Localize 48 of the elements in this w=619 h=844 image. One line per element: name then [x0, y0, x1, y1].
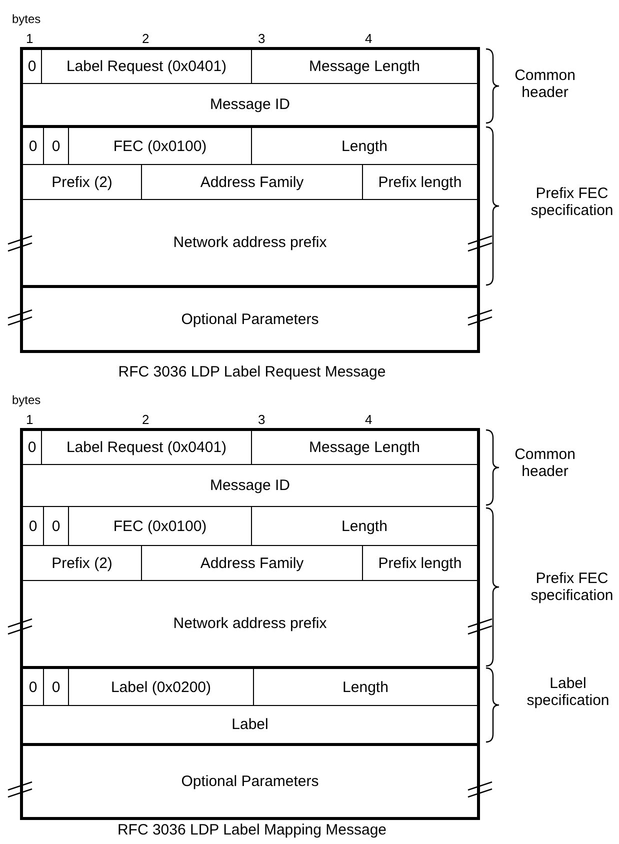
packet-field: Address Family [141, 545, 362, 580]
packet-field: Length [253, 666, 480, 705]
packet-field: FEC (0x0100) [68, 506, 251, 545]
byte-number: 3 [258, 412, 266, 427]
packet-field: Address Family [141, 164, 362, 199]
section-label: Common header [514, 67, 576, 101]
axis-label: bytes [12, 393, 41, 407]
packet-field: Label Request (0x0401) [41, 47, 251, 83]
packet-field: 0 [43, 125, 68, 164]
packet-field: Prefix (2) [20, 164, 141, 199]
packet-field: 0 [43, 506, 68, 545]
byte-number: 2 [142, 31, 150, 46]
packet-field: Message Length [251, 47, 480, 83]
packet-field: Prefix length [362, 164, 480, 199]
packet-field: Prefix length [362, 545, 480, 580]
packet-field: Optional Parameters [20, 743, 480, 820]
packet-field: Network address prefix [20, 580, 480, 666]
byte-number: 4 [365, 31, 372, 46]
byte-number: 1 [26, 412, 34, 427]
section-label: Label specification [526, 675, 610, 709]
packet-field: 0 [20, 47, 41, 83]
section-label: Prefix FEC specification [530, 570, 614, 604]
packet-field: 0 [43, 666, 68, 705]
packet-field: Network address prefix [20, 199, 480, 285]
section-label: Prefix FEC specification [530, 185, 614, 219]
byte-number: 2 [142, 412, 150, 427]
packet-field: 0 [20, 506, 43, 545]
packet-field: Length [251, 125, 480, 164]
packet-field: Message ID [20, 464, 480, 506]
byte-number: 4 [365, 412, 372, 427]
packet-field: Label [20, 705, 480, 743]
byte-number: 1 [26, 31, 34, 46]
packet-field: 0 [20, 125, 43, 164]
section-label: Common header [514, 446, 576, 480]
packet-field: Label Request (0x0401) [41, 428, 251, 464]
packet-field: Message Length [251, 428, 480, 464]
figure-caption: RFC 3036 LDP Label Request Message [118, 364, 386, 380]
packet-field: Prefix (2) [20, 545, 141, 580]
packet-field: Optional Parameters [20, 285, 480, 353]
packet-field: FEC (0x0100) [68, 125, 251, 164]
packet-field: Length [251, 506, 480, 545]
packet-field: 0 [20, 428, 41, 464]
figure-caption: RFC 3036 LDP Label Mapping Message [117, 822, 387, 838]
axis-label: bytes [12, 12, 41, 26]
byte-number: 3 [258, 31, 266, 46]
packet-field: Label (0x0200) [68, 666, 253, 705]
packet-field: 0 [20, 666, 43, 705]
packet-field: Message ID [20, 83, 480, 125]
